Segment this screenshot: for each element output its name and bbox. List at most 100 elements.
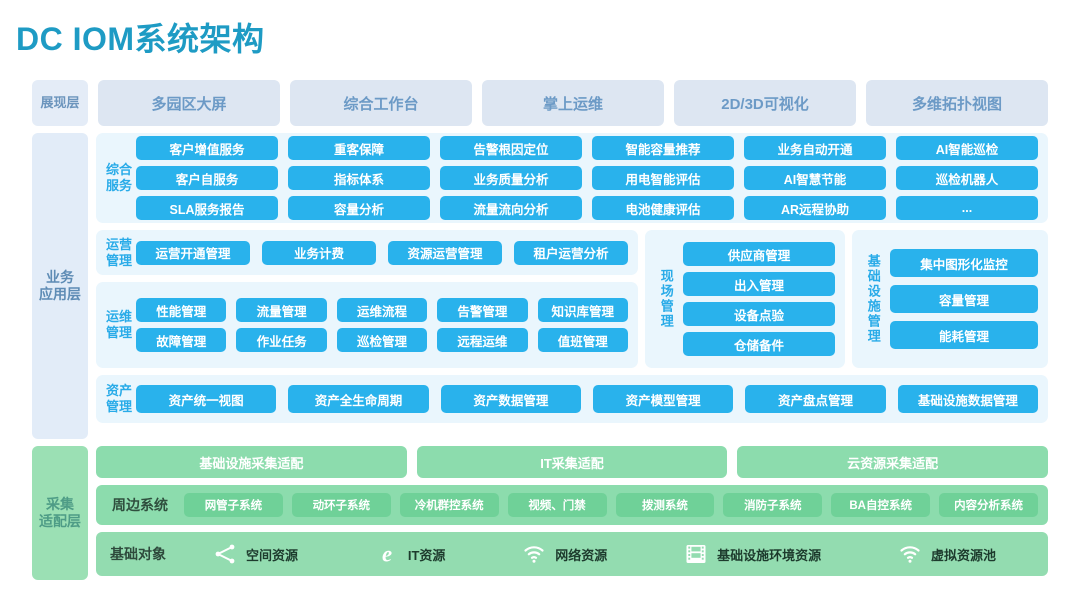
presentation-chip-4[interactable]: 多维拓扑视图 [866,80,1048,126]
base-objects-row: 基础对象 空间资源 [96,532,1048,576]
site-button-1[interactable]: 出入管理 [683,272,835,296]
service-button-17[interactable]: ... [896,196,1038,220]
service-button-9[interactable]: 用电智能评估 [592,166,734,190]
asset-button-5[interactable]: 基础设施数据管理 [897,385,1038,413]
layer-label-collection: 采集 适配层 [32,446,88,580]
asset-button-1[interactable]: 资产全生命周期 [288,385,429,413]
base-object-4[interactable]: 虚拟资源池 [897,541,996,567]
service-button-13[interactable]: 容量分析 [288,196,430,220]
operations-button-3[interactable]: 租户运营分析 [514,240,628,265]
maintenance-button-6[interactable]: 作业任务 [236,328,327,352]
asset-button-4[interactable]: 资产盘点管理 [745,385,886,413]
maintenance-button-2[interactable]: 运维流程 [336,298,428,322]
base-object-2[interactable]: 网络资源 [521,541,607,567]
operations-button-2[interactable]: 资源运营管理 [388,240,502,265]
base-object-label-1: IT资源 [407,547,446,563]
operations-panel: 运营 管理 运营开通管理 业务计费 资源运营管理 租户运营分析 [96,230,638,275]
layer-label-business: 业务 应用层 [32,133,88,439]
presentation-chip-0[interactable]: 多园区大屏 [98,80,280,126]
asset-button-0[interactable]: 资产统一视图 [136,385,277,413]
asset-button-grid: 资产统一视图 资产全生命周期 资产数据管理 资产模型管理 资产盘点管理 基础设施… [136,385,1038,413]
maintenance-button-5[interactable]: 故障管理 [136,328,227,352]
operations-panel-title: 运营 管理 [105,236,132,268]
asset-management-title: 资产 管理 [105,383,132,414]
base-object-0[interactable]: 空间资源 [212,541,298,567]
collection-layer-body: 基础设施采集适配 IT采集适配 云资源采集适配 周边系统 网管子系统 动环子系统… [96,446,1049,580]
collection-adaptation-layer: 采集 适配层 基础设施采集适配 IT采集适配 云资源采集适配 周边系统 网管子系… [32,446,1049,580]
base-object-label-0: 空间资源 [245,547,298,563]
infrastructure-button-0[interactable]: 集中图形化监控 [890,249,1038,277]
peripheral-chip-2[interactable]: 冷机群控系统 [399,493,499,517]
share-nodes-icon [212,541,238,567]
maintenance-button-7[interactable]: 巡检管理 [336,328,428,352]
asset-button-2[interactable]: 资产数据管理 [440,385,581,413]
business-layer-body: 综合 服务 客户增值服务 重客保障 告警根因定位 智能容量推荐 业务自动开通 A… [96,133,1048,439]
peripheral-chip-6[interactable]: BA自控系统 [831,493,931,517]
peripheral-chip-5[interactable]: 消防子系统 [723,493,823,517]
maintenance-button-grid: 性能管理 流量管理 运维流程 告警管理 知识库管理 故障管理 作业任务 巡检管理… [136,298,628,352]
maintenance-button-3[interactable]: 告警管理 [437,298,528,322]
adapter-chip-2[interactable]: 云资源采集适配 [737,446,1049,478]
service-button-5[interactable]: AI智能巡检 [896,136,1038,160]
operations-button-1[interactable]: 业务计费 [262,240,376,265]
film-strip-icon [683,541,709,567]
presentation-chip-1[interactable]: 综合工作台 [290,80,472,126]
svg-text:e: e [382,542,392,567]
page-title: DC IOM系统架构 [16,21,265,57]
maintenance-panel-title: 运维 管理 [105,309,132,340]
infrastructure-button-grid: 集中图形化监控 容量管理 能耗管理 [890,249,1038,349]
infrastructure-button-2[interactable]: 能耗管理 [890,321,1038,349]
adapter-chip-0[interactable]: 基础设施采集适配 [96,446,407,478]
base-object-label-3: 基础设施环境资源 [717,547,822,563]
infrastructure-management-title: 基础设施管理 [865,254,881,344]
maintenance-button-0[interactable]: 性能管理 [136,298,227,322]
service-button-1[interactable]: 重客保障 [288,136,430,160]
peripheral-chip-3[interactable]: 视频、门禁 [507,493,607,517]
wifi-icon [897,541,923,567]
peripheral-chip-1[interactable]: 动环子系统 [291,493,391,517]
service-button-6[interactable]: 客户自服务 [136,166,278,190]
maintenance-button-1[interactable]: 流量管理 [236,298,327,322]
service-button-8[interactable]: 业务质量分析 [440,166,582,190]
internet-explorer-icon: e [374,541,400,567]
service-button-16[interactable]: AR远程协助 [744,196,886,220]
service-button-14[interactable]: 流量流向分析 [440,196,582,220]
presentation-chip-2[interactable]: 掌上运维 [482,80,664,126]
maintenance-button-9[interactable]: 值班管理 [537,328,628,352]
service-button-7[interactable]: 指标体系 [288,166,430,190]
service-button-15[interactable]: 电池健康评估 [592,196,734,220]
base-object-3[interactable]: 基础设施环境资源 [683,541,821,567]
service-button-2[interactable]: 告警根因定位 [440,136,582,160]
service-button-11[interactable]: 巡检机器人 [896,166,1038,190]
services-button-grid: 客户增值服务 重客保障 告警根因定位 智能容量推荐 业务自动开通 AI智能巡检 … [136,136,1038,220]
business-middle-band: 运营 管理 运营开通管理 业务计费 资源运营管理 租户运营分析 运维 管理 性能… [96,230,1048,368]
maintenance-button-8[interactable]: 远程运维 [437,328,528,352]
site-button-0[interactable]: 供应商管理 [683,242,835,266]
wifi-icon [521,541,547,567]
business-application-layer: 业务 应用层 综合 服务 客户增值服务 重客保障 告警根因定位 智能容量推荐 业… [32,133,1048,439]
peripheral-chip-7[interactable]: 内容分析系统 [939,493,1038,517]
maintenance-button-4[interactable]: 知识库管理 [537,298,628,322]
base-object-1[interactable]: e IT资源 [374,541,446,567]
infrastructure-management-panel: 基础设施管理 集中图形化监控 容量管理 能耗管理 [852,230,1048,368]
site-button-3[interactable]: 仓储备件 [683,332,835,356]
base-objects-items: 空间资源 e IT资源 [174,541,1034,567]
service-button-10[interactable]: AI智慧节能 [744,166,886,190]
asset-button-3[interactable]: 资产模型管理 [592,385,734,413]
site-management-title: 现场管理 [658,269,674,329]
infrastructure-button-1[interactable]: 容量管理 [890,285,1038,313]
layer-label-presentation: 展现层 [32,80,88,126]
service-button-12[interactable]: SLA服务报告 [136,196,278,220]
peripheral-chip-0[interactable]: 网管子系统 [184,493,283,517]
adapter-chip-1[interactable]: IT采集适配 [416,446,728,478]
peripheral-systems-title: 周边系统 [112,497,168,513]
adapter-row: 基础设施采集适配 IT采集适配 云资源采集适配 [96,446,1049,478]
service-button-3[interactable]: 智能容量推荐 [592,136,734,160]
peripheral-chip-4[interactable]: 拨测系统 [615,493,715,517]
operations-button-0[interactable]: 运营开通管理 [136,240,250,265]
service-button-0[interactable]: 客户增值服务 [136,136,278,160]
presentation-chip-3[interactable]: 2D/3D可视化 [674,80,856,126]
service-button-4[interactable]: 业务自动开通 [744,136,886,160]
site-button-2[interactable]: 设备点验 [683,302,835,326]
